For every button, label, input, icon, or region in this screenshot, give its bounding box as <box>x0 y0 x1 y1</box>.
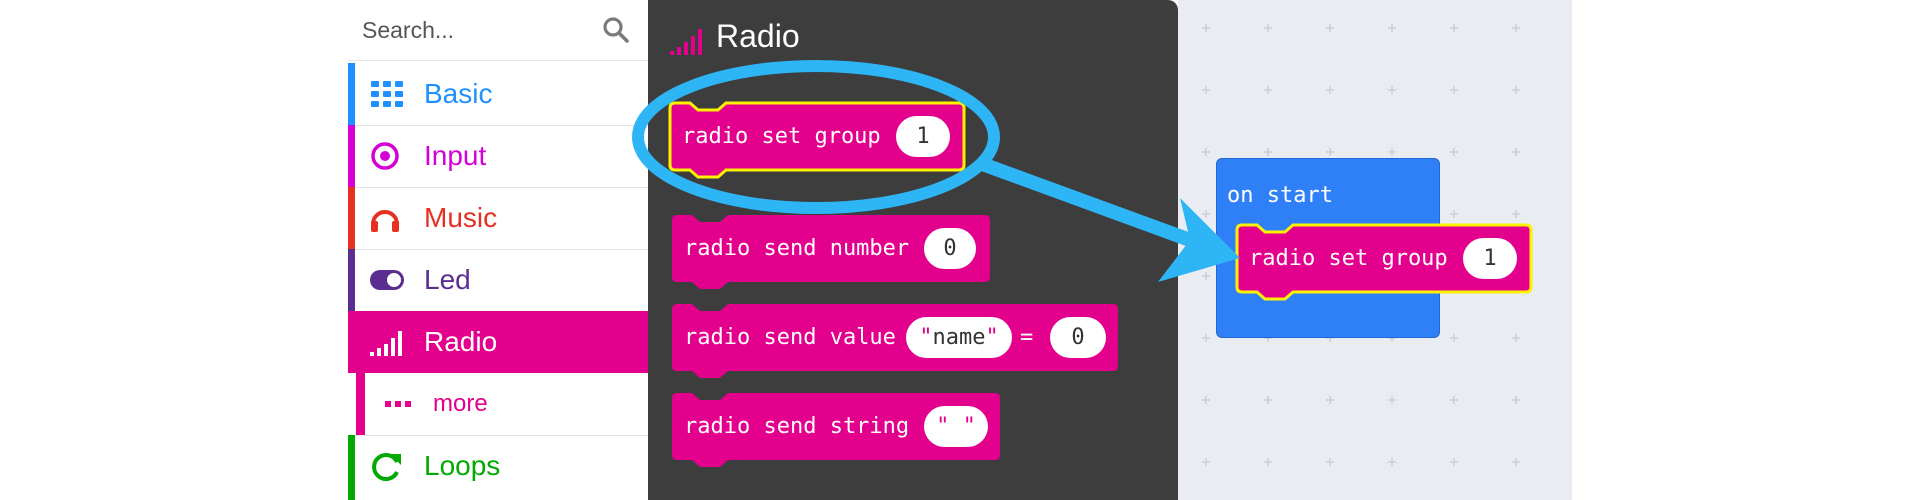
category-label-basic: Basic <box>424 78 493 109</box>
block-text: radio send value <box>684 325 896 350</box>
toggle-icon <box>370 270 404 290</box>
block-shape <box>672 215 990 289</box>
grid-cross <box>1512 210 1520 218</box>
category-label-music: Music <box>424 202 498 233</box>
block-text: radio set group <box>1249 246 1448 271</box>
grid-cross <box>1202 272 1210 280</box>
block-radio-send-number[interactable]: radio send number 0 <box>672 215 990 293</box>
category-color-bar <box>348 63 355 125</box>
grid-cross <box>1450 210 1458 218</box>
grid-cross <box>1512 148 1520 156</box>
block-shape <box>1235 223 1533 301</box>
equals-label: = <box>1020 325 1034 350</box>
grid-icon <box>371 81 403 107</box>
grid-cross <box>1264 86 1272 94</box>
grid-cross <box>1450 24 1458 32</box>
signal-bars-icon <box>670 29 702 55</box>
grid-cross <box>1388 86 1396 94</box>
refresh-icon <box>372 453 401 481</box>
grid-cross <box>1450 148 1458 156</box>
grid-cross <box>1388 24 1396 32</box>
string-value: name <box>932 325 986 350</box>
category-music[interactable]: Music <box>348 187 648 250</box>
block-outline <box>1235 223 1533 301</box>
grid-cross <box>1264 148 1272 156</box>
grid-cross <box>1326 24 1334 32</box>
grid-cross <box>1202 86 1210 94</box>
string-input[interactable]: " " <box>924 406 988 447</box>
grid-cross <box>1450 458 1458 466</box>
grid-cross <box>1264 396 1272 404</box>
block-outline <box>672 215 990 289</box>
category-color-bar <box>348 435 355 500</box>
grid-cross <box>1326 458 1334 466</box>
search-bar <box>348 0 648 61</box>
category-loops[interactable]: Loops <box>348 435 648 500</box>
category-label-input: Input <box>424 140 487 171</box>
block-text: radio set group <box>682 124 881 149</box>
category-label-radio: Radio <box>424 326 498 357</box>
grid-cross <box>1326 86 1334 94</box>
grid-cross <box>1264 24 1272 32</box>
grid-cross <box>1450 334 1458 342</box>
grid-cross <box>1264 458 1272 466</box>
grid-cross <box>1202 210 1210 218</box>
grid-cross <box>1388 458 1396 466</box>
grid-cross <box>1202 334 1210 342</box>
block-text: radio send string <box>684 414 910 439</box>
grid-cross <box>1202 458 1210 466</box>
search-icon[interactable] <box>602 16 630 44</box>
block-shape <box>672 393 1000 467</box>
toolbox: Basic Input Music Led <box>348 0 648 500</box>
block-radio-send-string[interactable]: radio send string " " <box>672 393 1000 471</box>
category-label-led: Led <box>424 264 471 295</box>
grid-cross <box>1326 396 1334 404</box>
block-text: radio send number <box>684 236 910 261</box>
category-color-bar <box>348 187 355 249</box>
event-label: on start <box>1227 183 1333 208</box>
category-more[interactable]: more <box>348 373 648 436</box>
grid-cross <box>1450 86 1458 94</box>
value-input[interactable]: 1 <box>1463 238 1517 279</box>
search-input[interactable] <box>362 8 592 52</box>
grid-cross <box>1512 24 1520 32</box>
block-radio-set-group[interactable]: radio set group 1 <box>668 101 966 181</box>
category-label-loops: Loops <box>424 450 501 481</box>
block-radio-set-group-placed[interactable]: radio set group 1 <box>1235 223 1533 303</box>
headphones-icon <box>371 210 399 232</box>
category-color-bar <box>356 373 365 435</box>
target-icon <box>371 142 399 170</box>
category-input[interactable]: Input <box>348 125 648 188</box>
flyout-title: Radio <box>716 18 800 54</box>
category-led[interactable]: Led <box>348 249 648 312</box>
block-shape <box>672 304 1118 378</box>
category-radio[interactable]: Radio <box>348 311 648 373</box>
grid-cross <box>1512 86 1520 94</box>
block-outline <box>672 393 1000 467</box>
grid-cross <box>1388 148 1396 156</box>
signal-bars-icon <box>370 331 402 356</box>
grid-cross <box>1202 148 1210 156</box>
grid-cross <box>1512 458 1520 466</box>
grid-cross <box>1512 396 1520 404</box>
grid-cross <box>1450 396 1458 404</box>
grid-cross <box>1512 334 1520 342</box>
grid-cross <box>1202 24 1210 32</box>
grid-cross <box>1202 396 1210 404</box>
value-input[interactable]: 0 <box>1050 317 1106 358</box>
grid-cross <box>1388 396 1396 404</box>
block-radio-send-value[interactable]: radio send value "name" = 0 <box>672 304 1118 382</box>
value-input[interactable]: 0 <box>924 228 976 269</box>
value-input[interactable]: 1 <box>896 116 950 157</box>
category-color-bar <box>348 249 355 311</box>
category-label-more: more <box>433 390 488 417</box>
category-basic[interactable]: Basic <box>348 63 648 126</box>
category-color-bar <box>348 125 355 187</box>
name-string-input[interactable]: "name" <box>906 317 1012 358</box>
grid-cross <box>1326 148 1334 156</box>
ellipsis-icon <box>385 401 411 407</box>
block-outline <box>672 304 1118 378</box>
